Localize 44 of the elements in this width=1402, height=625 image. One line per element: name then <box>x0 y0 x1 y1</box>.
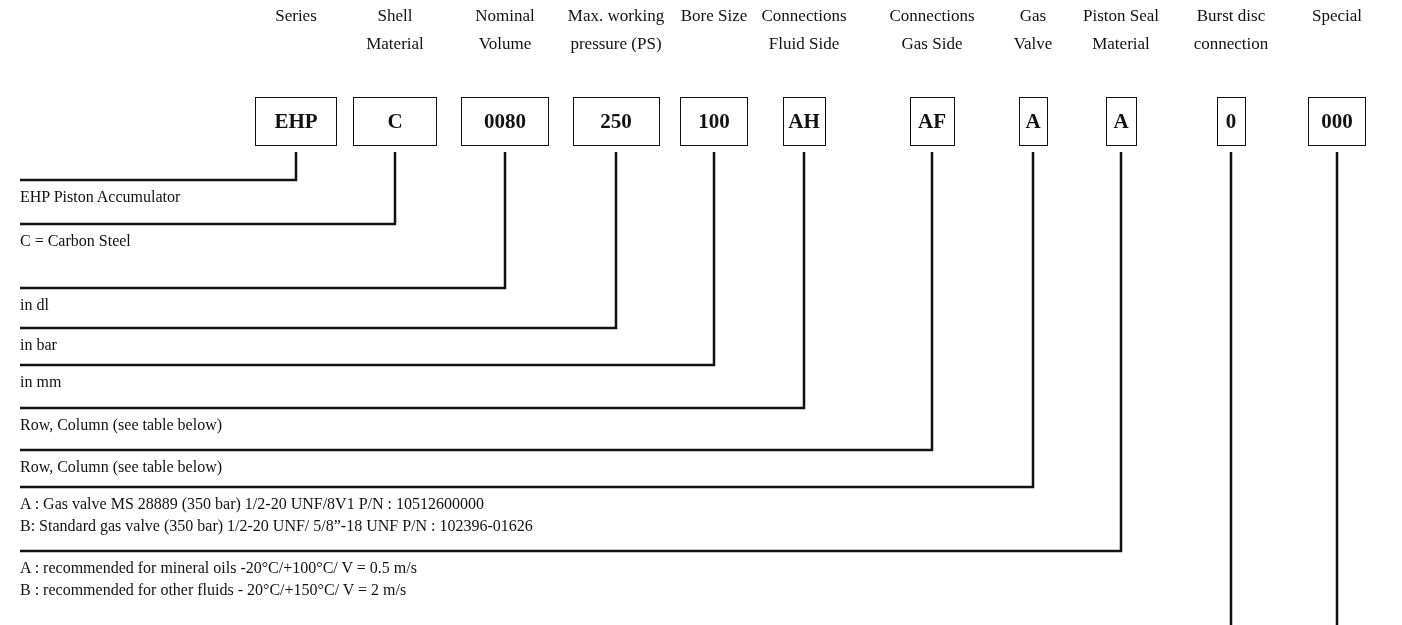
leader-line <box>20 152 806 410</box>
leader-line <box>20 152 618 330</box>
code-box: 0 <box>1216 97 1246 146</box>
code-box: 0080 <box>461 97 549 146</box>
column-heading: Max. working pressure (PS) <box>566 5 666 55</box>
code-box: A <box>1105 97 1137 146</box>
option-description: C = Carbon Steel <box>20 231 131 251</box>
leader-line <box>20 152 397 226</box>
column-heading: Nominal Volume <box>474 5 536 55</box>
option-description: B: Standard gas valve (350 bar) 1/2-20 UNF/ 5/8”-18 UNF P/N : 102396-01626 <box>20 516 533 537</box>
leader-line <box>20 152 716 367</box>
option-description: Row, Column (see table below) <box>20 457 223 478</box>
column-heading: Bore Size <box>680 5 748 27</box>
column-heading: Burst disc connection <box>1192 5 1270 55</box>
leader-line <box>20 152 1035 489</box>
leader-line <box>1335 152 1339 625</box>
code-box: C <box>353 97 437 146</box>
option-description: in dl <box>20 295 49 315</box>
column-heading: Gas Valve <box>1012 5 1054 55</box>
column-heading: Series <box>274 5 318 27</box>
code-box: A <box>1018 97 1048 146</box>
code-box: AF <box>909 97 955 146</box>
leader-line <box>20 152 1123 553</box>
column-heading: Connections Fluid Side <box>760 5 848 55</box>
leader-line <box>20 152 934 452</box>
option-description: in bar <box>20 335 57 355</box>
option-description: A : recommended for mineral oils -20°C/+100°C/ V = 0.5 m/s <box>20 558 417 578</box>
code-box: AH <box>782 97 826 146</box>
option-description: Row, Column (see table below) <box>20 415 223 436</box>
column-heading: Shell Material <box>365 5 425 55</box>
option-description: EHP Piston Accumulator <box>20 187 181 207</box>
code-box: EHP <box>255 97 337 146</box>
option-description: B : recommended for other fluids - 20°C/+150°C/ V = 2 m/s <box>20 580 407 600</box>
code-box: 100 <box>680 97 748 146</box>
leader-line <box>20 152 298 182</box>
column-heading: Piston Seal Material <box>1081 5 1160 55</box>
leader-line <box>1229 152 1233 625</box>
column-heading: Special <box>1310 5 1363 27</box>
column-heading: Connections Gas Side <box>888 5 976 55</box>
code-box: 000 <box>1308 97 1366 146</box>
option-description: A : Gas valve MS 28889 (350 bar) 1/2-20 UNF/8V1 P/N : 10512600000 <box>20 494 484 515</box>
option-description: in mm <box>20 372 62 392</box>
leader-line <box>20 152 507 290</box>
code-box: 250 <box>572 97 660 146</box>
